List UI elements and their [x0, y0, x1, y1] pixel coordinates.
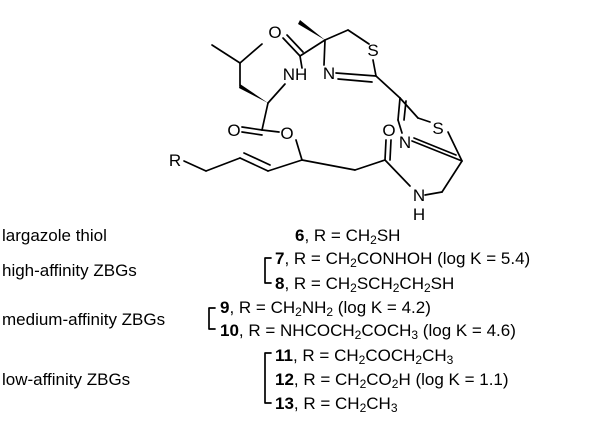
- atom-o-amide-right: O: [382, 121, 395, 140]
- compound-prefix: , R =: [294, 370, 335, 389]
- bond: [241, 131, 263, 136]
- bond: [286, 34, 304, 53]
- compound-prefix: , R =: [304, 226, 345, 245]
- bracket-low: [264, 352, 272, 404]
- atom-n-thiazole: N: [399, 133, 411, 152]
- atom-o-ester: O: [280, 124, 293, 143]
- atom-r-group: R: [169, 151, 181, 170]
- bracket-medium: [208, 307, 216, 330]
- bond: [299, 39, 326, 57]
- bond: [384, 139, 387, 161]
- bond: [295, 139, 303, 161]
- bond: [301, 159, 356, 171]
- compound-prefix: , R =: [239, 321, 280, 340]
- compound-line: 9, R = CH2NH2 (log K = 4.2): [220, 298, 431, 319]
- bond: [424, 191, 443, 196]
- compound-number: 12: [275, 370, 294, 389]
- bond: [354, 159, 386, 171]
- bond: [397, 119, 403, 134]
- bond: [447, 131, 463, 162]
- bond: [239, 157, 269, 172]
- compound-number: 7: [275, 249, 284, 268]
- category-largazole-thiol: largazole thiol: [2, 226, 107, 245]
- compound-line: 12, R = CH2CO2H (log K = 1.1): [275, 370, 509, 391]
- molecule-atoms: O S N NH N S O O O R N H: [169, 23, 444, 224]
- atom-nh-valine: NH: [283, 65, 308, 84]
- bond: [323, 39, 326, 66]
- bond: [347, 29, 370, 45]
- compound-prefix: , R =: [284, 274, 325, 293]
- compound-line: 13, R = CH2CH3: [275, 394, 398, 415]
- compound-number: 9: [220, 298, 229, 317]
- compound-number: 10: [220, 321, 239, 340]
- compound-number: 6: [295, 226, 304, 245]
- bond: [261, 102, 269, 131]
- molecule-bonds: [183, 20, 463, 404]
- atom-n-thiazoline: N: [323, 64, 335, 83]
- bond: [282, 37, 301, 57]
- bond: [335, 72, 377, 77]
- bond: [183, 160, 207, 172]
- bond: [324, 29, 349, 41]
- bond: [399, 97, 419, 119]
- compound-number: 11: [275, 346, 293, 365]
- compound-line: 11, R = CH2COCH2CH3: [275, 346, 454, 367]
- category-low-affinity: low-affinity ZBGs: [2, 370, 130, 389]
- bond: [397, 97, 401, 121]
- compound-line: 10, R = NHCOCH2COCH3 (log K = 4.6): [220, 321, 516, 342]
- compound-prefix: , R =: [229, 298, 270, 317]
- atom-s-thiazole: S: [432, 119, 443, 138]
- compound-prefix: , R =: [294, 394, 335, 413]
- bond: [372, 59, 377, 77]
- bond: [243, 152, 271, 166]
- bond: [267, 83, 286, 104]
- category-high-affinity: high-affinity ZBGs: [2, 261, 137, 280]
- compound-prefix: , R =: [293, 346, 334, 365]
- bond: [267, 159, 303, 172]
- bond: [441, 160, 463, 193]
- bond: [337, 78, 373, 83]
- bond: [211, 44, 241, 64]
- category-medium-affinity: medium-affinity ZBGs: [2, 310, 165, 329]
- bond: [241, 126, 263, 131]
- bond: [299, 55, 303, 69]
- legend-compounds: 6, R = CH2SH 7, R = CH2CONHOH (log K = 5…: [220, 226, 530, 415]
- bond: [413, 137, 457, 156]
- bond: [239, 43, 263, 64]
- bond: [417, 117, 431, 123]
- bond: [389, 139, 392, 161]
- atom-n-amide: N: [413, 186, 425, 205]
- bond: [261, 129, 280, 133]
- bracket-high: [264, 257, 272, 284]
- bond: [384, 159, 411, 187]
- compound-number: 13: [275, 394, 294, 413]
- methyl-wedge: [298, 20, 325, 40]
- compound-line: 8, R = CH2SCH2CH2SH: [275, 274, 454, 295]
- compound-number: 8: [275, 274, 284, 293]
- atom-o-ester-carbonyl: O: [227, 121, 240, 140]
- compound-line: 7, R = CH2CONHOH (log K = 5.4): [275, 249, 530, 270]
- bond: [403, 100, 407, 121]
- stereo-wedge: [239, 84, 268, 103]
- compound-line: 6, R = CH2SH: [295, 226, 400, 247]
- bond: [375, 75, 401, 99]
- bond: [205, 157, 241, 172]
- compound-prefix: , R =: [284, 249, 325, 268]
- bond: [411, 140, 463, 162]
- atom-s-thiazoline: S: [367, 41, 378, 60]
- atom-h-amide: H: [413, 205, 425, 224]
- legend-categories: largazole thiol high-affinity ZBGs mediu…: [2, 226, 165, 389]
- atom-o-amide-top: O: [268, 23, 281, 42]
